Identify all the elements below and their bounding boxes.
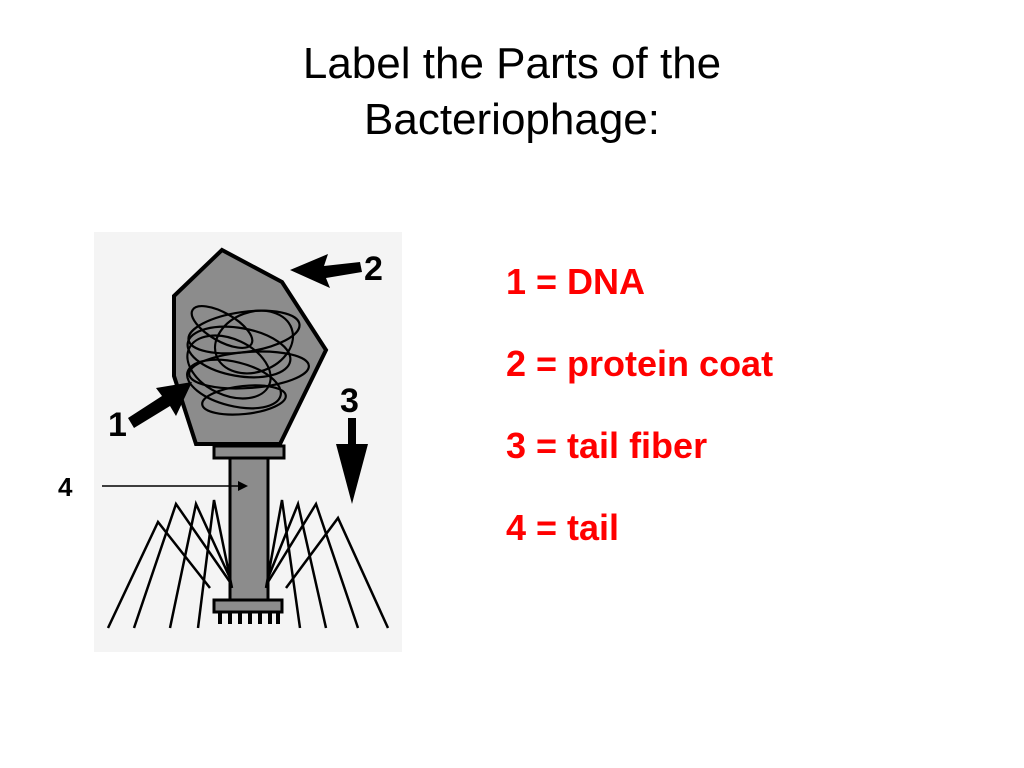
diagram-label-2: 2	[364, 250, 383, 288]
tail-collar	[212, 444, 286, 460]
base-plate-pins	[218, 612, 280, 624]
answer-tail-fiber: 3 = tail fiber	[506, 425, 708, 466]
arrow-protein-coat	[290, 254, 362, 288]
arrow-tail	[102, 481, 248, 491]
title-line-2: Bacteriophage:	[364, 95, 660, 144]
base-plate	[212, 598, 284, 614]
title-line-1: Label the Parts of the	[302, 39, 722, 88]
diagram-label-3: 3	[340, 382, 359, 420]
diagram-label-4: 4	[58, 472, 73, 502]
answer-dna: 1 = DNA	[506, 261, 646, 302]
tail-fibers-left	[106, 499, 234, 629]
bacteriophage-diagram: 2 1 3	[94, 232, 402, 652]
slide-title: Label the Parts of the Bacteriophage:	[112, 36, 912, 148]
tail-fibers-right	[264, 499, 390, 629]
answer-tail: 4 = tail	[506, 507, 620, 548]
dna-tangle	[186, 305, 310, 416]
answer-protein-coat: 2 = protein coat	[506, 343, 774, 384]
arrow-dna	[128, 382, 192, 428]
answer-key: 1 = DNA 2 = protein coat 3 = tail fiber …	[506, 262, 773, 590]
bacteriophage-illustration: 2 1 3	[106, 247, 390, 629]
diagram-label-1: 1	[108, 406, 127, 444]
arrow-tail-fiber	[336, 418, 368, 504]
